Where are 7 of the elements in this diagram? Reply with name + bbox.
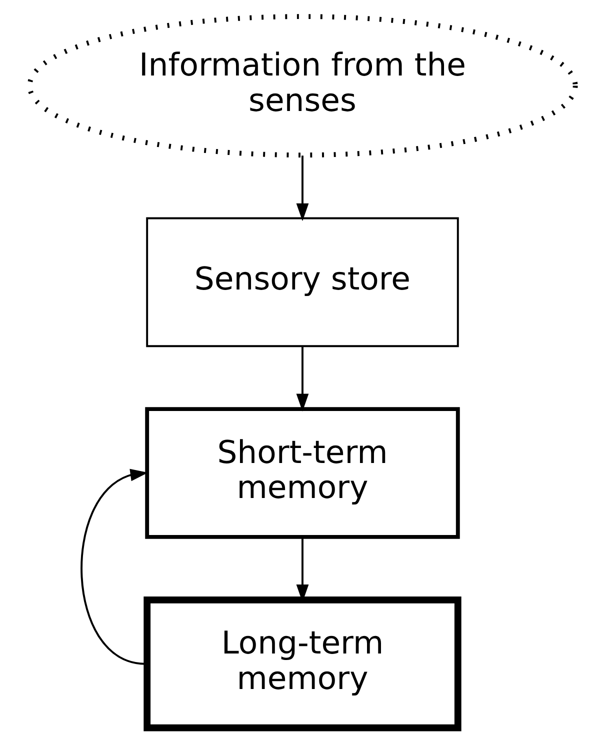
node-box: Short-term memory <box>145 407 460 539</box>
node-box: Long-term memory <box>144 596 462 732</box>
arrow <box>80 468 148 665</box>
node-box: Sensory store <box>146 217 459 348</box>
arrow <box>296 156 309 222</box>
arrow <box>296 346 309 412</box>
node-ellipse: Information from the senses <box>27 14 578 158</box>
